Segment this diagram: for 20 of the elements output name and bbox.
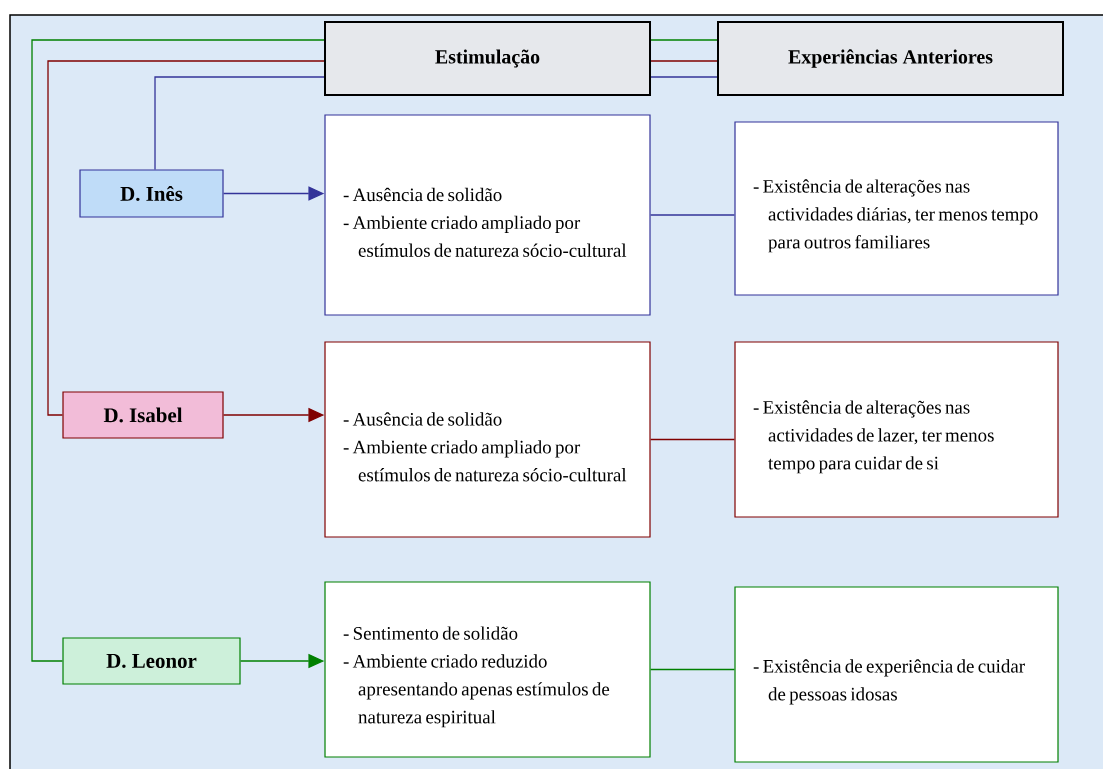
connector xyxy=(47,60,325,416)
text-box: - Existência de alterações nas actividades de lazer, ter menos tempo para cuidar de si xyxy=(734,341,1059,518)
person-box: D. Inês xyxy=(79,169,224,218)
connector xyxy=(649,214,736,216)
text-box: - Ausência de solidão - Ambiente criado ampliado por estímulos de natureza sócio-cultural xyxy=(324,341,651,538)
header-box: Experiências Anteriores xyxy=(717,21,1064,96)
person-box: D. Leonor xyxy=(62,637,241,685)
header-box: Estimulação xyxy=(324,21,651,96)
text-box: - Sentimento de solidão - Ambiente criado reduzido apresentando apenas estímulos de natureza espiritual xyxy=(324,581,651,758)
connector xyxy=(154,76,325,171)
text-box: - Ausência de solidão - Ambiente criado ampliado por estímulos de natureza sócio-cultural xyxy=(324,114,651,316)
text-box: - Existência de experiência de cuidar de pessoas idosas xyxy=(734,586,1059,763)
connector xyxy=(649,668,736,671)
person-box: D. Isabel xyxy=(62,391,224,439)
connector xyxy=(31,39,325,662)
text-box: - Existência de alterações nas actividades diárias, ter menos tempo para outros familiares xyxy=(734,121,1059,296)
connector xyxy=(649,438,736,441)
connector xyxy=(650,39,718,41)
connector xyxy=(650,76,718,78)
connector xyxy=(650,60,718,62)
